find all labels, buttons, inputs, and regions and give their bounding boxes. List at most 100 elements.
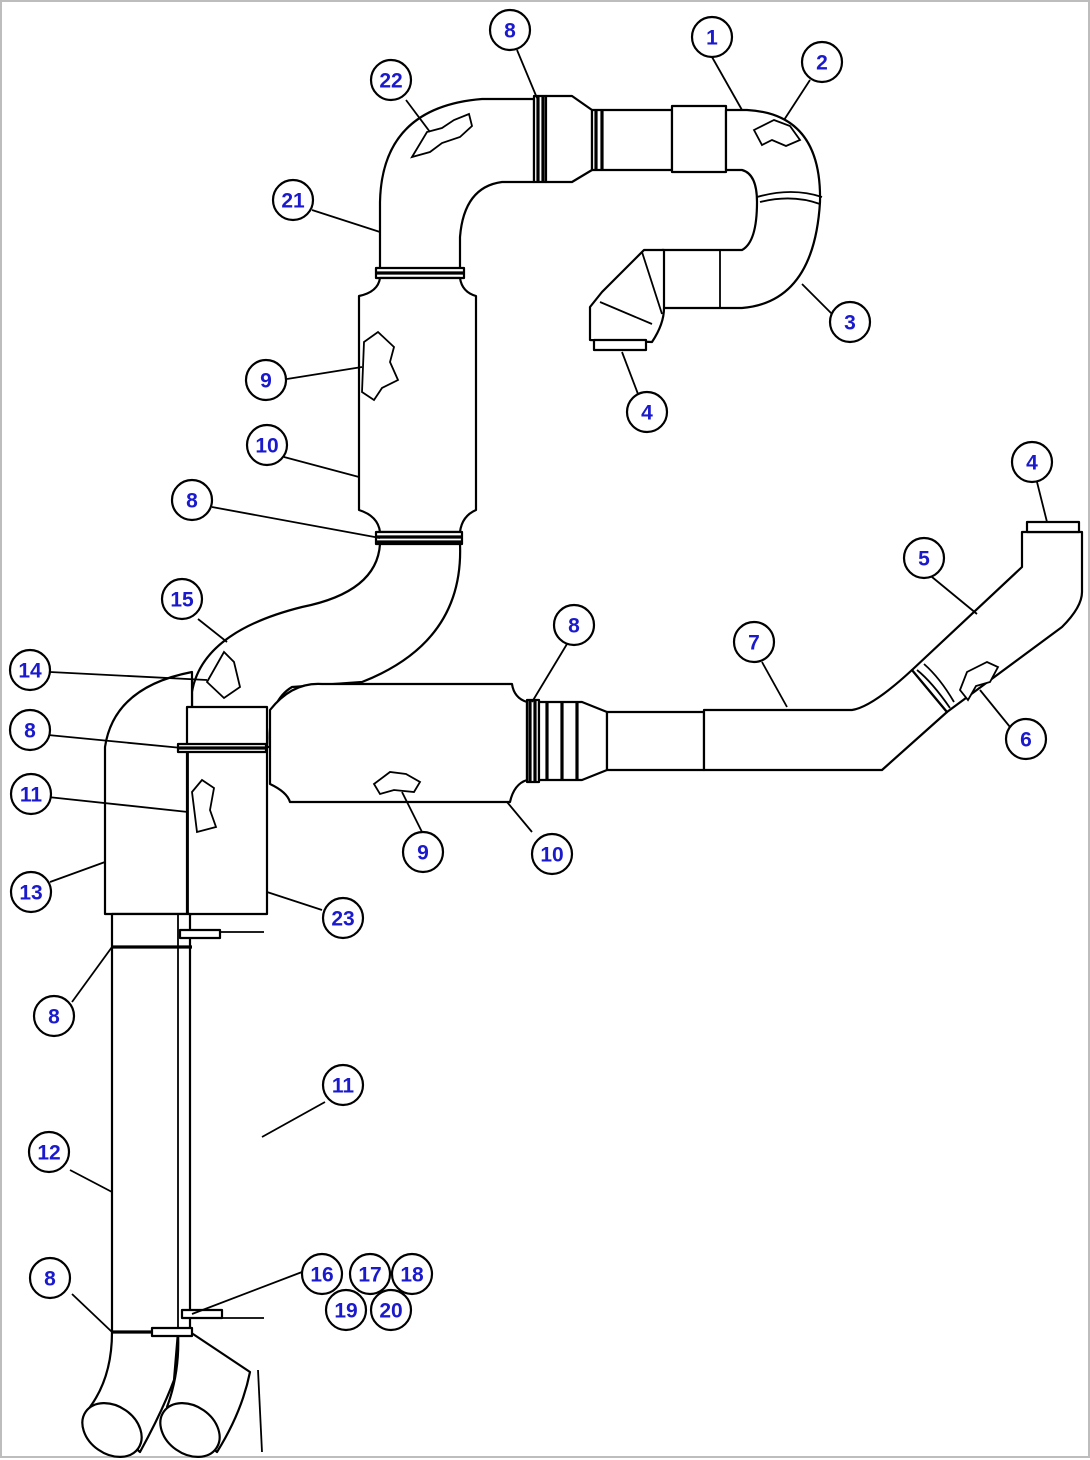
callout-circle bbox=[530, 832, 574, 876]
callout-number: 11 bbox=[20, 784, 43, 807]
callout-7: 7 bbox=[732, 620, 776, 664]
tailpipes bbox=[81, 912, 263, 1458]
callout-11: 11 bbox=[321, 1063, 365, 1107]
upper-muffler bbox=[357, 276, 478, 534]
callout-4: 4 bbox=[1010, 440, 1054, 484]
clamp-band-mid bbox=[374, 530, 464, 546]
top-outlet-elbow bbox=[588, 248, 666, 352]
callout-17: 17 bbox=[348, 1252, 392, 1296]
callout-circle bbox=[369, 58, 413, 102]
callout-19: 19 bbox=[324, 1288, 368, 1332]
callout-13: 13 bbox=[9, 870, 53, 914]
callout-15: 15 bbox=[160, 577, 204, 621]
callout-number: 22 bbox=[379, 70, 402, 93]
callout-14: 14 bbox=[8, 648, 52, 692]
callout-number: 3 bbox=[844, 312, 856, 335]
callout-3: 3 bbox=[828, 300, 872, 344]
callout-circle bbox=[902, 536, 946, 580]
callout-circle bbox=[170, 478, 214, 522]
callout-circle bbox=[348, 1252, 392, 1296]
callout-circle bbox=[369, 1288, 413, 1332]
callout-22: 22 bbox=[369, 58, 413, 102]
callout-8: 8 bbox=[32, 994, 76, 1038]
leader-lines bbox=[47, 49, 1048, 1333]
right-pipe-run bbox=[537, 520, 1084, 782]
callout-number: 10 bbox=[255, 435, 278, 458]
callout-circle bbox=[552, 603, 596, 647]
callout-number: 19 bbox=[334, 1300, 357, 1323]
callout-number: 4 bbox=[641, 402, 653, 425]
callout-5: 5 bbox=[902, 536, 946, 580]
s-curve-pipe bbox=[190, 542, 462, 749]
left-elbow-pipe bbox=[103, 670, 269, 916]
clamp-band-right bbox=[525, 698, 541, 784]
callout-circle bbox=[160, 577, 204, 621]
callout-circle bbox=[401, 830, 445, 874]
callout-number: 8 bbox=[48, 1006, 60, 1029]
callout-number: 8 bbox=[44, 1268, 56, 1291]
callout-number: 8 bbox=[504, 20, 516, 43]
callout-10: 10 bbox=[245, 423, 289, 467]
callout-number: 9 bbox=[260, 370, 272, 393]
lower-muffler bbox=[268, 682, 529, 804]
upper-elbow-pipe bbox=[378, 97, 536, 272]
callout-circle bbox=[1004, 717, 1048, 761]
callout-6: 6 bbox=[1004, 717, 1048, 761]
callout-number: 1 bbox=[706, 27, 718, 50]
callout-10: 10 bbox=[530, 832, 574, 876]
top-horizontal-pipe bbox=[544, 94, 823, 310]
clamp-band-left bbox=[176, 742, 268, 754]
callout-number: 14 bbox=[18, 660, 42, 683]
callout-circle bbox=[321, 1063, 365, 1107]
callout-circle bbox=[28, 1256, 72, 1300]
callout-number: 5 bbox=[918, 548, 930, 571]
clamp-band-top bbox=[532, 94, 548, 184]
callout-number: 12 bbox=[37, 1142, 60, 1165]
callout-number: 11 bbox=[332, 1075, 355, 1098]
callout-12: 12 bbox=[27, 1130, 71, 1174]
callout-number: 2 bbox=[816, 52, 828, 75]
callout-circle bbox=[244, 358, 288, 402]
callout-11: 11 bbox=[9, 772, 53, 816]
callout-number: 7 bbox=[748, 632, 760, 655]
callout-number: 8 bbox=[24, 720, 36, 743]
callout-4: 4 bbox=[625, 390, 669, 434]
callout-23: 23 bbox=[321, 896, 365, 940]
callout-circle bbox=[690, 15, 734, 59]
callout-8: 8 bbox=[8, 708, 52, 752]
callout-number: 16 bbox=[310, 1264, 333, 1287]
callout-circle bbox=[9, 772, 53, 816]
callout-20: 20 bbox=[369, 1288, 413, 1332]
callout-circle bbox=[800, 40, 844, 84]
callout-9: 9 bbox=[401, 830, 445, 874]
callout-number: 6 bbox=[1020, 729, 1032, 752]
clamp-band-upper-left bbox=[374, 266, 466, 280]
callout-circle bbox=[321, 896, 365, 940]
callout-number: 4 bbox=[1026, 452, 1038, 475]
callout-circle bbox=[732, 620, 776, 664]
callout-9: 9 bbox=[244, 358, 288, 402]
callout-circle bbox=[27, 1130, 71, 1174]
callout-circle bbox=[271, 178, 315, 222]
callout-circle bbox=[8, 648, 52, 692]
callout-number: 20 bbox=[379, 1300, 402, 1323]
callout-number: 8 bbox=[568, 615, 580, 638]
callout-circle bbox=[324, 1288, 368, 1332]
callout-number: 10 bbox=[540, 844, 563, 867]
callout-circle bbox=[828, 300, 872, 344]
callout-circle bbox=[8, 708, 52, 752]
callout-circle bbox=[488, 8, 532, 52]
callout-1: 1 bbox=[690, 15, 734, 59]
callout-number: 8 bbox=[186, 490, 198, 513]
callout-8: 8 bbox=[552, 603, 596, 647]
callout-number: 15 bbox=[170, 589, 194, 612]
callout-8: 8 bbox=[488, 8, 532, 52]
callout-number: 18 bbox=[400, 1264, 424, 1287]
callout-circle bbox=[300, 1252, 344, 1296]
callout-circle bbox=[1010, 440, 1054, 484]
callout-number: 17 bbox=[358, 1264, 381, 1287]
callout-18: 18 bbox=[390, 1252, 434, 1296]
callout-circle bbox=[245, 423, 289, 467]
